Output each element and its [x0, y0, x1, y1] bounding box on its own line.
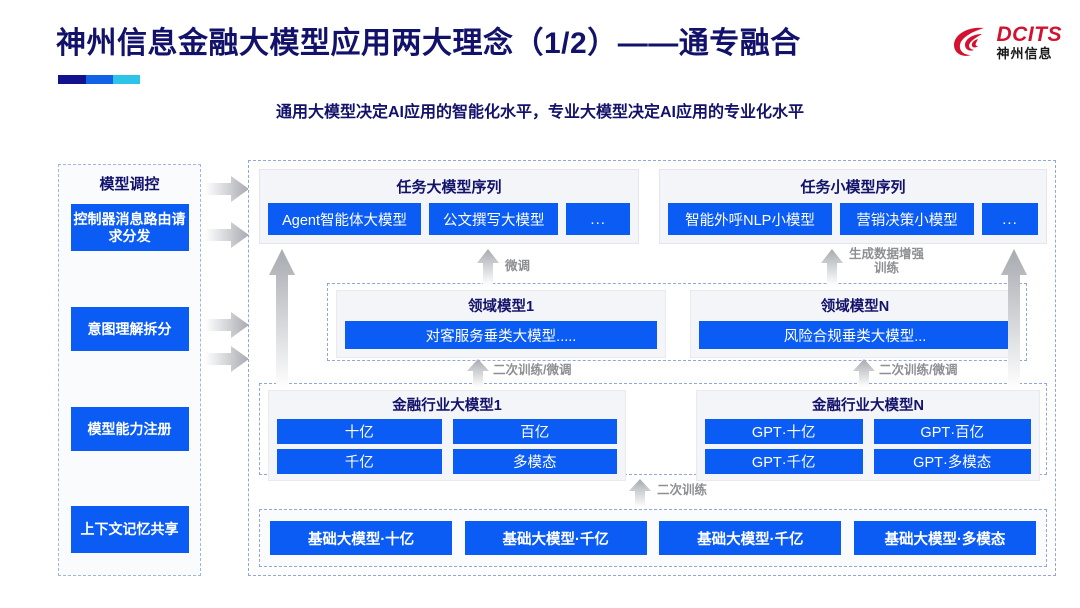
domain-model-n-title: 领域模型N [820, 299, 890, 315]
sidebar-title: 模型调控 [99, 176, 160, 193]
industry-model-layer: 金融行业大模型1 十亿 百亿 千亿 多模态 金融行业大模型N GPT·十亿 GP… [259, 383, 1047, 481]
domain-model-1: 领域模型1 对客服务垂类大模型..... [336, 290, 666, 358]
model-control-sidebar: 模型调控 控制器消息路由请求分发 意图理解拆分 模型能力注册 上下文记忆共享 [58, 164, 201, 576]
page-subtitle: 通用大模型决定AI应用的智能化水平，专业大模型决定AI应用的专业化水平 [275, 104, 804, 121]
domain-model-n: 领域模型N 风险合规垂类大模型... [690, 290, 1020, 358]
arrow-label-data-aug-line2: 训练 [874, 261, 900, 276]
architecture-panel: 任务大模型序列 Agent智能体大模型 公文撰写大模型 ... 任务小模型序列 … [248, 160, 1056, 576]
domain-model-layer: 领域模型1 对客服务垂类大模型..... 领域模型N 风险合规垂类大模型... [327, 283, 1027, 361]
industry-n-chip-1[interactable]: GPT·十亿 [705, 419, 863, 444]
flow-arrow-right-3 [205, 312, 249, 338]
industry-n-chip-2[interactable]: GPT·百亿 [873, 419, 1031, 444]
up-arrow-retrain-tune-right [853, 359, 875, 387]
arrow-label-fine-tune: 微调 [505, 259, 531, 273]
sidebar-item-context-memory[interactable]: 上下文记忆共享 [70, 506, 189, 553]
chip-outbound-nlp-small-model[interactable]: 智能外呼NLP小模型 [668, 203, 832, 235]
industry-model-n-title: 金融行业大模型N [812, 398, 924, 414]
chip-more-large[interactable]: ... [566, 203, 630, 235]
base-model-chip-1[interactable]: 基础大模型·十亿 [270, 521, 452, 555]
industry-1-chip-2[interactable]: 百亿 [452, 419, 617, 444]
base-model-chip-2[interactable]: 基础大模型·千亿 [464, 521, 647, 555]
flow-arrow-right-1 [205, 176, 249, 202]
chip-agent-large-model[interactable]: Agent智能体大模型 [268, 203, 422, 235]
dcits-swirl-icon [953, 27, 984, 56]
accent-segment-1 [58, 75, 86, 84]
up-arrow-retrain-tune-left [467, 359, 489, 387]
domain-model-1-title: 领域模型1 [467, 299, 535, 315]
base-model-layer: 基础大模型·十亿 基础大模型·千亿 基础大模型·千亿 基础大模型·多模态 [259, 509, 1047, 567]
logo-text-cn: 神州信息 [996, 46, 1053, 61]
industry-1-chip-3[interactable]: 千亿 [277, 449, 442, 474]
page-title: 神州信息金融大模型应用两大理念（1/2）——通专融合 [56, 27, 801, 60]
base-model-chip-4[interactable]: 基础大模型·多模态 [853, 521, 1036, 555]
accent-segment-3 [112, 75, 140, 84]
task-small-model-series: 任务小模型序列 智能外呼NLP小模型 营销决策小模型 ... [659, 169, 1047, 244]
industry-1-chip-4[interactable]: 多模态 [452, 449, 617, 474]
up-arrow-fine-tune [477, 249, 499, 285]
domain-model-n-chip[interactable]: 风险合规垂类大模型... [699, 321, 1011, 349]
arrow-label-retrain-tune-right: 二次训练/微调 [879, 363, 958, 377]
flow-arrow-right-2 [205, 222, 249, 248]
industry-1-chip-1[interactable]: 十亿 [277, 419, 442, 444]
up-arrow-data-augmentation [821, 249, 843, 285]
accent-segment-2 [85, 75, 113, 84]
arrow-label-retrain-tune-left: 二次训练/微调 [493, 363, 572, 377]
task-large-model-series-title: 任务大模型序列 [396, 179, 502, 196]
sidebar-item-intent-parsing[interactable]: 意图理解拆分 [70, 307, 189, 351]
company-logo: DCITS 神州信息 [951, 22, 1063, 62]
arrow-label-data-augmentation: 生成数据增强 训练 [849, 247, 924, 276]
chip-marketing-decision-small-model[interactable]: 营销决策小模型 [840, 203, 974, 235]
chip-document-writing-model[interactable]: 公文撰写大模型 [429, 203, 559, 235]
arrow-label-data-aug-line1: 生成数据增强 [849, 247, 925, 261]
logo-text-en: DCITS [996, 23, 1062, 46]
industry-model-n: 金融行业大模型N GPT·十亿 GPT·百亿 GPT·千亿 GPT·多模态 [696, 390, 1040, 481]
domain-model-1-chip[interactable]: 对客服务垂类大模型..... [345, 321, 657, 349]
industry-n-chip-3[interactable]: GPT·千亿 [705, 449, 863, 474]
arrow-label-retrain: 二次训练 [657, 483, 708, 497]
industry-model-1-title: 金融行业大模型1 [392, 398, 502, 414]
chip-more-small[interactable]: ... [982, 203, 1038, 235]
sidebar-item-capability-registry[interactable]: 模型能力注册 [70, 407, 189, 451]
up-arrow-industry-to-task-right [1001, 249, 1027, 389]
task-small-model-series-title: 任务小模型序列 [800, 179, 906, 196]
flow-arrow-right-4 [205, 346, 249, 372]
sidebar-item-controller-routing[interactable]: 控制器消息路由请求分发 [70, 204, 189, 251]
accent-bar [58, 75, 140, 84]
up-arrow-retrain [629, 479, 651, 507]
industry-model-1: 金融行业大模型1 十亿 百亿 千亿 多模态 [268, 390, 626, 481]
up-arrow-industry-to-task-left [269, 249, 295, 389]
task-large-model-series: 任务大模型序列 Agent智能体大模型 公文撰写大模型 ... [259, 169, 639, 244]
industry-n-chip-4[interactable]: GPT·多模态 [873, 449, 1031, 474]
base-model-chip-3[interactable]: 基础大模型·千亿 [659, 521, 842, 555]
